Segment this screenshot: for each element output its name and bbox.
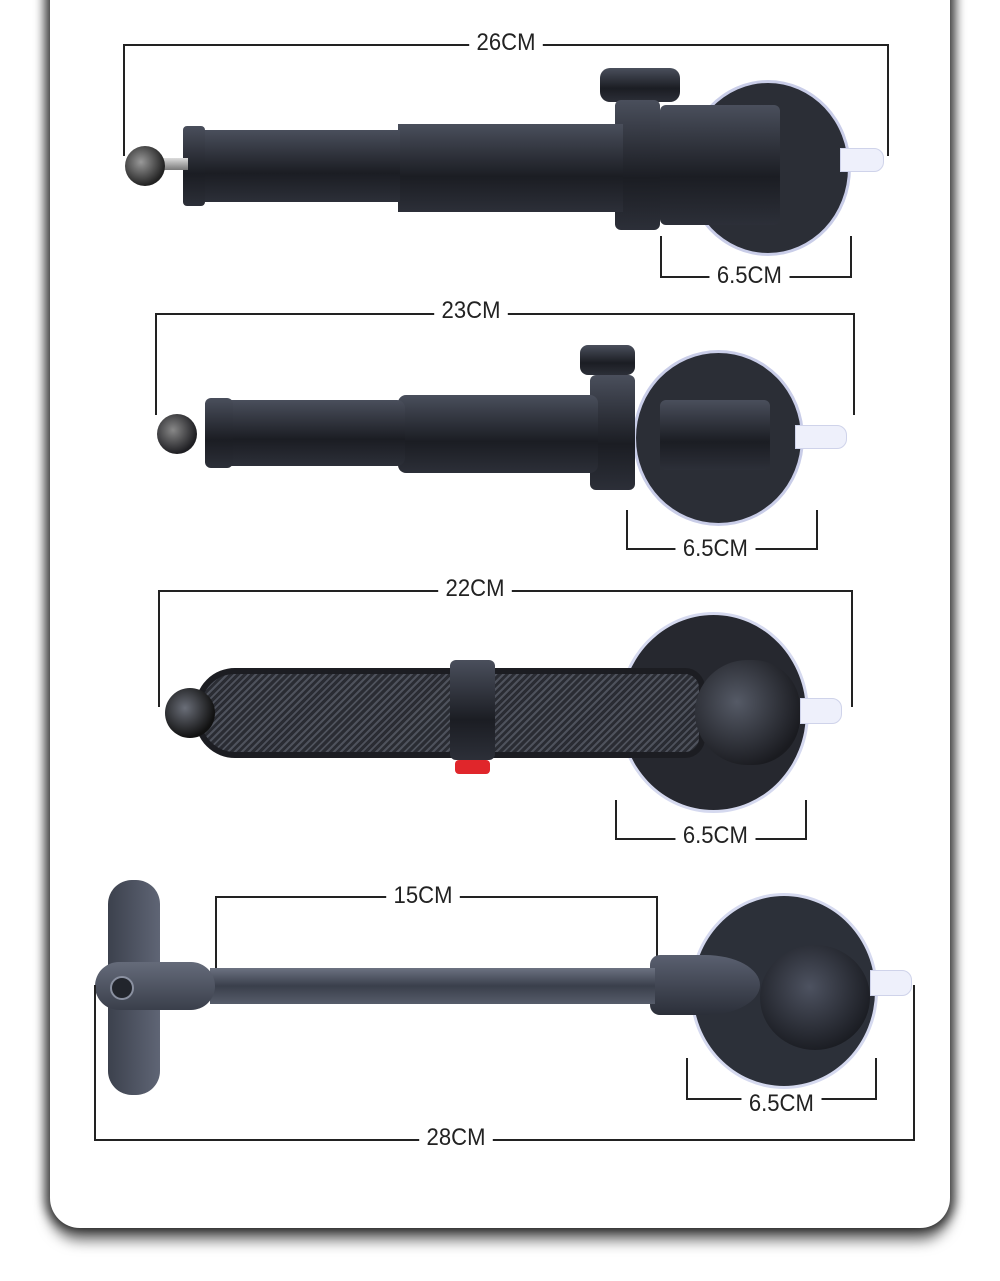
knob (580, 345, 635, 375)
outer-arm (398, 124, 623, 212)
suction-label: 6.5CM (709, 263, 790, 289)
suction-label: 6.5CM (675, 823, 756, 849)
release-tab (840, 148, 884, 172)
release-tab (795, 425, 847, 449)
locking-hinge (450, 660, 495, 760)
release-tab (870, 970, 912, 996)
ball-joint (165, 688, 215, 738)
ball-joint (157, 414, 197, 454)
total-dimension-bracket (94, 985, 915, 1141)
inner-tube (215, 400, 405, 466)
suction-label: 6.5CM (741, 1091, 822, 1117)
knob (600, 68, 680, 102)
joint-housing (660, 400, 770, 470)
suction-lever (695, 660, 800, 765)
total-length-label: 28CM (419, 1125, 493, 1151)
rod-length-label: 15CM (386, 883, 460, 909)
red-release-button (455, 760, 490, 774)
length-label: 22CM (438, 576, 512, 602)
long-rod (210, 968, 655, 1004)
length-label: 26CM (469, 30, 543, 56)
rod-base (650, 955, 760, 1015)
release-tab (800, 698, 842, 724)
suction-label: 6.5CM (675, 536, 756, 562)
joint-housing (660, 105, 780, 225)
screw-icon (110, 976, 134, 1000)
suction-lever (760, 945, 870, 1050)
ball-joint (125, 146, 165, 186)
tube-end-cap (205, 398, 233, 468)
outer-tube (398, 395, 598, 473)
ball-neck (160, 158, 188, 170)
length-label: 23CM (434, 298, 508, 324)
arm-end-cap (183, 126, 205, 206)
inner-arm (190, 130, 400, 202)
